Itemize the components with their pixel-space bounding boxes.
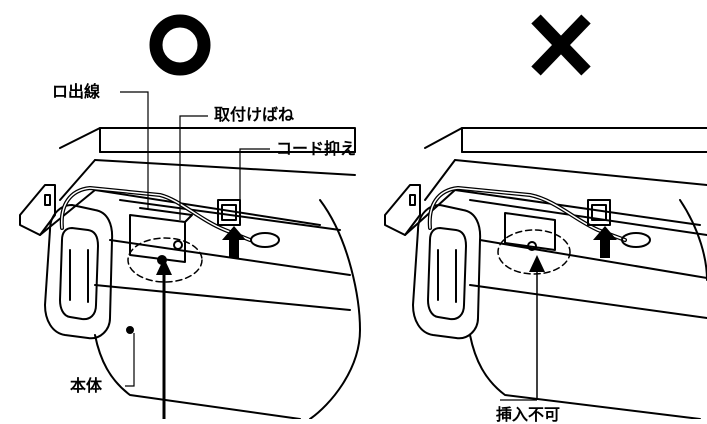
label-no-insert: 挿入不可 (496, 405, 561, 424)
left-up-arrow (222, 226, 246, 258)
circle-mark-icon (149, 14, 211, 76)
right-fixture (384, 127, 707, 419)
right-up-arrow (593, 226, 617, 258)
label-mounting-spring: 取付けばね (214, 105, 295, 124)
right-insert-arrow (500, 255, 545, 401)
label-cord-holder: コード抑え (276, 139, 357, 158)
left-fixture (19, 127, 361, 419)
left-leader-lines (120, 91, 270, 387)
left-insert-arrow (156, 258, 172, 419)
label-body: 本体 (70, 376, 103, 395)
cross-mark-icon (531, 14, 591, 76)
label-lead-outlet: ロ出線 (52, 82, 101, 101)
